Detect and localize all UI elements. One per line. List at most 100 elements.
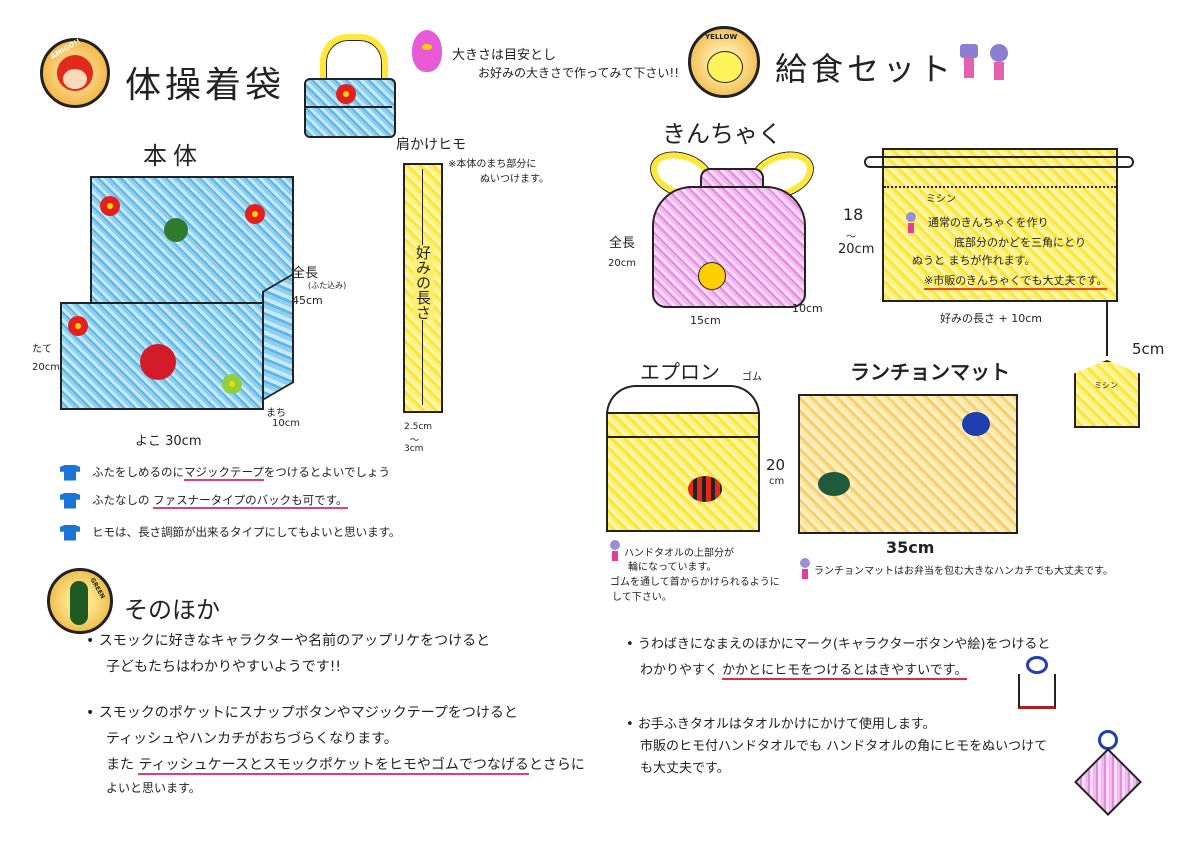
item-text: 子どもたちはわかりやすいようです!! [106, 659, 341, 675]
shirt-icon [60, 464, 80, 481]
strap-note-2: ぬいつけます。 [480, 174, 549, 185]
strap-drawing: 好みの長さ [403, 163, 443, 413]
kinchaku-note-1: 通常のきんちゃくを作り [928, 216, 1049, 229]
item-text: 市販のヒモ付ハンドタオルでも ハンドタオルの角にヒモをぬいつけて [640, 739, 1048, 754]
apron-title: エプロン [640, 360, 720, 384]
fish-icon [688, 476, 722, 502]
amigo-badge-icon: AMIGO!! [40, 37, 110, 108]
strap-note-1: ※本体のまち部分に [448, 159, 537, 170]
kinchaku-note-2: 底部分のかどを三角にとり [954, 236, 1086, 249]
item-text: も大丈夫です。 [640, 761, 730, 776]
shirt-icon [60, 524, 80, 541]
gusset-label: まち [266, 408, 286, 419]
total-length-sub: (ふた込み) [308, 281, 347, 290]
bag-body-front-drawing [60, 302, 264, 410]
size-note-line2: お好みの大きさで作ってみて下さい!! [478, 66, 680, 80]
stitch-label: ミシン [926, 194, 956, 205]
bag-body-flap-drawing [90, 176, 294, 304]
tip-text: ふたなしの [92, 493, 154, 507]
ladybug-icon [164, 218, 188, 242]
pin-icon [906, 212, 916, 234]
apron-note-4: して下さい。 [612, 592, 672, 603]
item-text: よいと思います。 [106, 781, 201, 795]
item-text: うわばきになまえのほかにマーク(キャラクターボタンや絵)をつけると [637, 637, 1051, 652]
kinchaku-width: 15cm [690, 314, 721, 327]
badge-text: GREEN [88, 576, 107, 601]
tip-text: をつけるとよいでしょう [263, 465, 390, 479]
tip-text: ヒモは、長さ調節が出来るタイプにしてもよいと思います。 [92, 525, 401, 539]
kinchaku-height-3: 20cm [838, 242, 875, 257]
kinchaku-total-value: 20cm [608, 258, 636, 269]
others-title: そのほか [124, 596, 220, 624]
mat-height: 20 [766, 456, 786, 474]
gym-bag-title: 体操着袋 [125, 65, 286, 106]
apron-note-3: ゴムを通して首からかけられるように [610, 577, 780, 588]
apron-note-2: 輪になっています。 [628, 562, 717, 573]
kinchaku-note-3: ぬうと まちが作れます。 [912, 254, 1036, 267]
mat-width: 35cm [886, 538, 935, 557]
strap-label: 肩かけヒモ [396, 137, 466, 153]
height-label: たて [32, 344, 52, 355]
pin-icon [610, 540, 620, 562]
pin-icon [800, 558, 810, 580]
tip-text: ふたをしめるのに [92, 465, 184, 479]
tip-item: ふたをしめるのにマジックテープをつけるとよいでしょう [60, 464, 390, 481]
total-length-label: 全長 [292, 266, 319, 281]
item-text: お手ふきタオルはタオルかけにかけて使用します。 [637, 717, 936, 732]
total-length-value: 45cm [292, 294, 323, 307]
item-text: スモックに好きなキャラクターや名前のアップリケをつけると [98, 633, 491, 649]
kinchaku-length: 好みの長さ + 10cm [940, 312, 1042, 325]
fish-icon [962, 412, 990, 436]
body-label: 本体 [143, 142, 203, 170]
tag-size: 5cm [1132, 340, 1165, 358]
tip-item: ふたなしの ファスナータイプのバックも可です。 [60, 492, 348, 509]
kinchaku-height-1: 18 [843, 205, 864, 224]
ladybug-icon [140, 344, 176, 380]
width-label: よこ 30cm [135, 434, 202, 449]
kinchaku-drawing [640, 144, 820, 310]
strap-length: 好みの長さ [413, 245, 434, 320]
others-item: • スモックに好きなキャラクターや名前のアップリケをつけると 子どもたちはわかり… [86, 628, 490, 680]
item-text: とさらに [528, 757, 585, 773]
kinchaku-depth: 10cm [792, 302, 823, 315]
kinchaku-height-2: 〜 [846, 232, 856, 243]
fork-spoon-icon [958, 44, 1018, 84]
smiley-icon [698, 262, 726, 290]
lunch-set-title: 給食セット [775, 50, 956, 88]
mat-title: ランチョンマット [850, 360, 1010, 384]
tip-item: ヒモは、長さ調節が出来るタイプにしてもよいと思います。 [60, 524, 400, 541]
apron-drawing [606, 412, 760, 532]
right-item: • お手ふきタオルはタオルかけにかけて使用します。 市販のヒモ付ハンドタオルでも… [626, 714, 1047, 780]
right-item: • うわばきになまえのほかにマーク(キャラクターボタンや絵)をつけると わかりや… [626, 637, 1051, 680]
others-item: • スモックのポケットにスナップボタンやマジックテープをつけると ティッシュやハ… [86, 700, 585, 798]
slipper-icon [1016, 656, 1056, 709]
strap-width-2: 〜 [410, 436, 420, 446]
towel-icon [1072, 730, 1142, 820]
shirt-icon [60, 492, 80, 509]
kinchaku-note-4: ※市販のきんちゃくでも大丈夫です。 [924, 272, 1108, 290]
arrow-line [1106, 300, 1108, 356]
mat-drawing [798, 394, 1018, 534]
kinchaku-total-label: 全長 [609, 236, 636, 251]
height-value: 20cm [32, 362, 60, 373]
kinchaku-pattern-drawing: ミシン 通常のきんちゃくを作り 底部分のかどを三角にとり ぬうと まちが作れます… [864, 148, 1134, 302]
kinchaku-title: きんちゃく [662, 120, 782, 148]
mat-note: ランチョンマットはお弁当を包む大きなハンカチでも大丈夫です。 [814, 566, 1113, 577]
item-highlight: かかとにヒモをつけるとはきやすいです。 [722, 663, 968, 680]
item-text: また [106, 757, 139, 773]
strap-width-3: 3cm [404, 444, 424, 454]
yellow-badge-icon: YELLOW [688, 26, 760, 98]
mat-height-unit: cm [769, 476, 785, 487]
item-highlight: ティッシュケースとスモックポケットをヒモやゴムでつなげる [138, 757, 529, 775]
fish-icon [818, 472, 850, 496]
bag-body-side-drawing [262, 272, 294, 402]
green-badge-icon: GREEN [47, 568, 113, 634]
apron-elastic-label: ゴム [742, 372, 762, 383]
gusset-value: 10cm [272, 418, 300, 429]
apron-note-1: ハンドタオルの上部分が [624, 548, 734, 559]
bag-illustration [300, 34, 400, 139]
tag-drawing: ミシン [1074, 360, 1140, 428]
pink-bird-icon [412, 30, 442, 72]
strap-width-1: 2.5cm [404, 422, 433, 432]
tip-highlight: マジックテープ [184, 465, 264, 481]
